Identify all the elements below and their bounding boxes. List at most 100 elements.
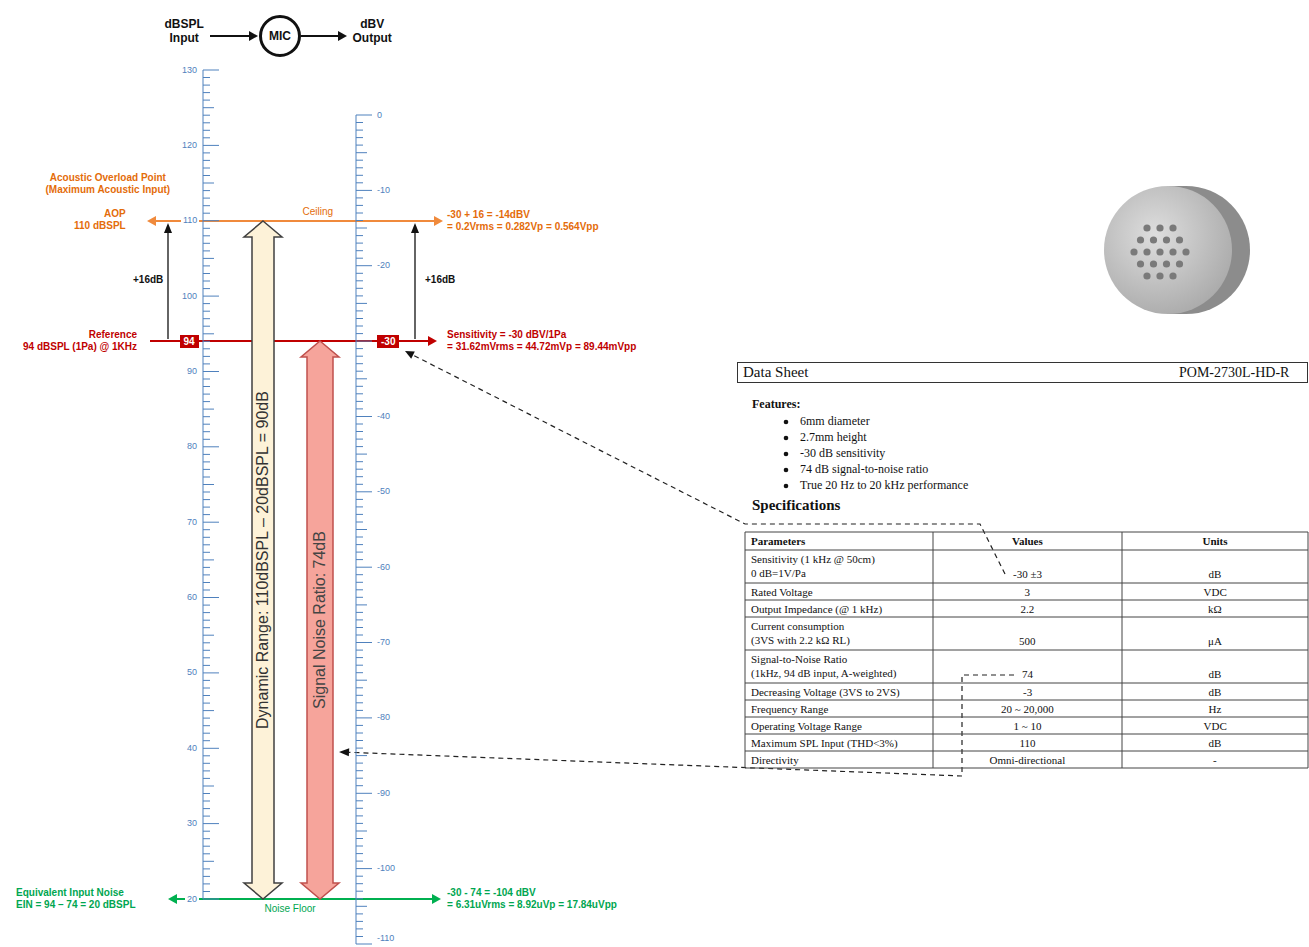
- dbspl-scale-number: 60: [185, 592, 199, 603]
- table-cell: Operating Voltage Range: [751, 719, 862, 733]
- table-cell: VDC: [1204, 719, 1227, 733]
- features-heading: Features:: [752, 397, 800, 411]
- table-cell: 110: [1020, 736, 1036, 750]
- sound-hole: [1163, 260, 1170, 267]
- aop-title: Acoustic Overload Point (Maximum Acousti…: [46, 172, 171, 196]
- ein-label: Equivalent Input Noise EIN = 94 – 74 = 2…: [16, 887, 136, 911]
- dbspl-scale-number: 50: [185, 667, 199, 678]
- dbv-scale-number: -110: [375, 933, 396, 944]
- table-cell: Current consumption (3VS with 2.2 kΩ RL): [751, 619, 850, 647]
- feature-item: -30 dB sensitivity: [800, 446, 885, 461]
- specifications-heading: Specifications: [752, 496, 840, 514]
- bullet-dot: [784, 484, 789, 489]
- table-cell: 500: [1019, 634, 1036, 648]
- table-cell: VDC: [1204, 585, 1227, 599]
- sound-hole: [1150, 236, 1157, 243]
- dynamic-range-arrow: Dynamic Range: 110dBSPL – 20dBSPL = 90dB: [244, 221, 282, 899]
- table-cell: 20 ~ 20,000: [1001, 702, 1054, 716]
- part-number: POM-2730L-HD-R: [1179, 364, 1289, 381]
- bullet-dot: [784, 420, 789, 425]
- sensitivity-label: Sensitivity = -30 dBV/1Pa = 31.62mVrms =…: [447, 329, 636, 353]
- dbv-scale-number: -10: [375, 185, 392, 196]
- table-cell: dB: [1209, 685, 1222, 699]
- feature-item: 74 dB signal-to-noise ratio: [800, 462, 928, 477]
- table-cell: Rated Voltage: [751, 585, 813, 599]
- dbspl-scale-number: 110: [181, 215, 199, 226]
- dbv-scale-number: 0: [375, 110, 384, 121]
- table-cell: dB: [1209, 667, 1222, 681]
- node-text: MIC: [269, 29, 291, 43]
- circle-shape: [261, 17, 300, 56]
- header-title: Data Sheet: [743, 364, 808, 381]
- table-header: Parameters: [751, 534, 805, 548]
- sound-hole: [1143, 248, 1150, 255]
- dbv-scale-number: -90: [375, 788, 392, 799]
- gain-arrows: [164, 223, 419, 339]
- dbv-scale-number: -60: [375, 562, 392, 573]
- sound-hole: [1176, 260, 1183, 267]
- table-grid: [745, 532, 1308, 768]
- table-cell: -30 ±3: [1013, 567, 1042, 581]
- table-cell: -: [1213, 753, 1217, 767]
- sound-hole: [1169, 248, 1176, 255]
- table-cell: Signal-to-Noise Ratio (1kHz, 94 dB input…: [751, 652, 896, 680]
- node-text: 94: [184, 335, 195, 348]
- table-cell: Sensitivity (1 kHz @ 50cm) 0 dB=1V/Pa: [751, 552, 875, 580]
- feature-item: 6mm diameter: [800, 414, 870, 429]
- table-cell: Decreasing Voltage (3VS to 2VS): [751, 685, 900, 699]
- output-label: dBV Output: [353, 17, 392, 45]
- gain-label: +16dB: [133, 274, 163, 286]
- sound-hole: [1143, 272, 1150, 279]
- dbv-scale-number: -70: [375, 637, 392, 648]
- table-cell: 74: [1022, 667, 1033, 681]
- table-cell: μA: [1208, 634, 1222, 648]
- sound-hole: [1182, 248, 1189, 255]
- table-cell: Output Impedance (@ 1 kHz): [751, 602, 882, 616]
- dbspl-scale-number: 30: [185, 818, 199, 829]
- node-text: -30: [381, 335, 395, 348]
- table-cell: Frequency Range: [751, 702, 828, 716]
- ceiling-output: -30 + 16 = -14dBV = 0.2Vrms = 0.282Vp = …: [447, 209, 599, 233]
- dbspl-scale-number: 40: [185, 743, 199, 754]
- snr-arrow: Signal Noise Ratio: 74dB: [301, 341, 339, 899]
- feature-item: True 20 Hz to 20 kHz performance: [800, 478, 968, 493]
- dbspl-scale-number: 90: [185, 366, 199, 377]
- reference-label: Reference 94 dBSPL (1Pa) @ 1KHz: [23, 329, 137, 353]
- ceiling-label: Ceiling: [301, 206, 336, 218]
- noise-floor-label: Noise Floor: [263, 903, 318, 915]
- table-cell: 2.2: [1021, 602, 1035, 616]
- dbspl-scale-number: 80: [185, 441, 199, 452]
- noise-output: -30 - 74 = -104 dBV = 6.31uVrms = 8.92uV…: [447, 887, 617, 911]
- leader-lines: [339, 351, 1014, 776]
- table-cell: dB: [1209, 736, 1222, 750]
- table-header: Units: [1203, 534, 1228, 548]
- sound-hole: [1176, 236, 1183, 243]
- sound-hole: [1156, 224, 1163, 231]
- dbspl-scale-number: 130: [180, 65, 199, 76]
- table-cell: Directivity: [751, 753, 799, 767]
- microphone-photo: [1104, 186, 1250, 314]
- sound-hole: [1137, 236, 1144, 243]
- mic-circle: MIC: [259, 15, 301, 57]
- dbspl-scale-number: 100: [180, 291, 199, 302]
- band-text: Signal Noise Ratio: 74dB: [311, 531, 329, 709]
- sound-hole: [1137, 260, 1144, 267]
- ceiling-line: [147, 216, 443, 226]
- dbspl-scale-number: 120: [180, 140, 199, 151]
- sensitivity-marker: -30: [377, 335, 399, 348]
- dbv-scale-number: -50: [375, 486, 392, 497]
- table-cell: Maximum SPL Input (THD<3%): [751, 736, 898, 750]
- sound-hole: [1143, 224, 1150, 231]
- bullet-dot: [784, 468, 789, 473]
- table-header: Values: [1012, 534, 1043, 548]
- bullet-dot: [784, 452, 789, 457]
- dbspl-scale-number: 20: [185, 894, 199, 905]
- input-label: dBSPL Input: [165, 17, 204, 45]
- table-cell: 3: [1025, 585, 1031, 599]
- feature-item: 2.7mm height: [800, 430, 867, 445]
- table-cell: 1 ~ 10: [1014, 719, 1042, 733]
- sound-hole: [1169, 272, 1176, 279]
- table-cell: kΩ: [1208, 602, 1222, 616]
- table-cell: Hz: [1209, 702, 1222, 716]
- sound-hole: [1130, 248, 1137, 255]
